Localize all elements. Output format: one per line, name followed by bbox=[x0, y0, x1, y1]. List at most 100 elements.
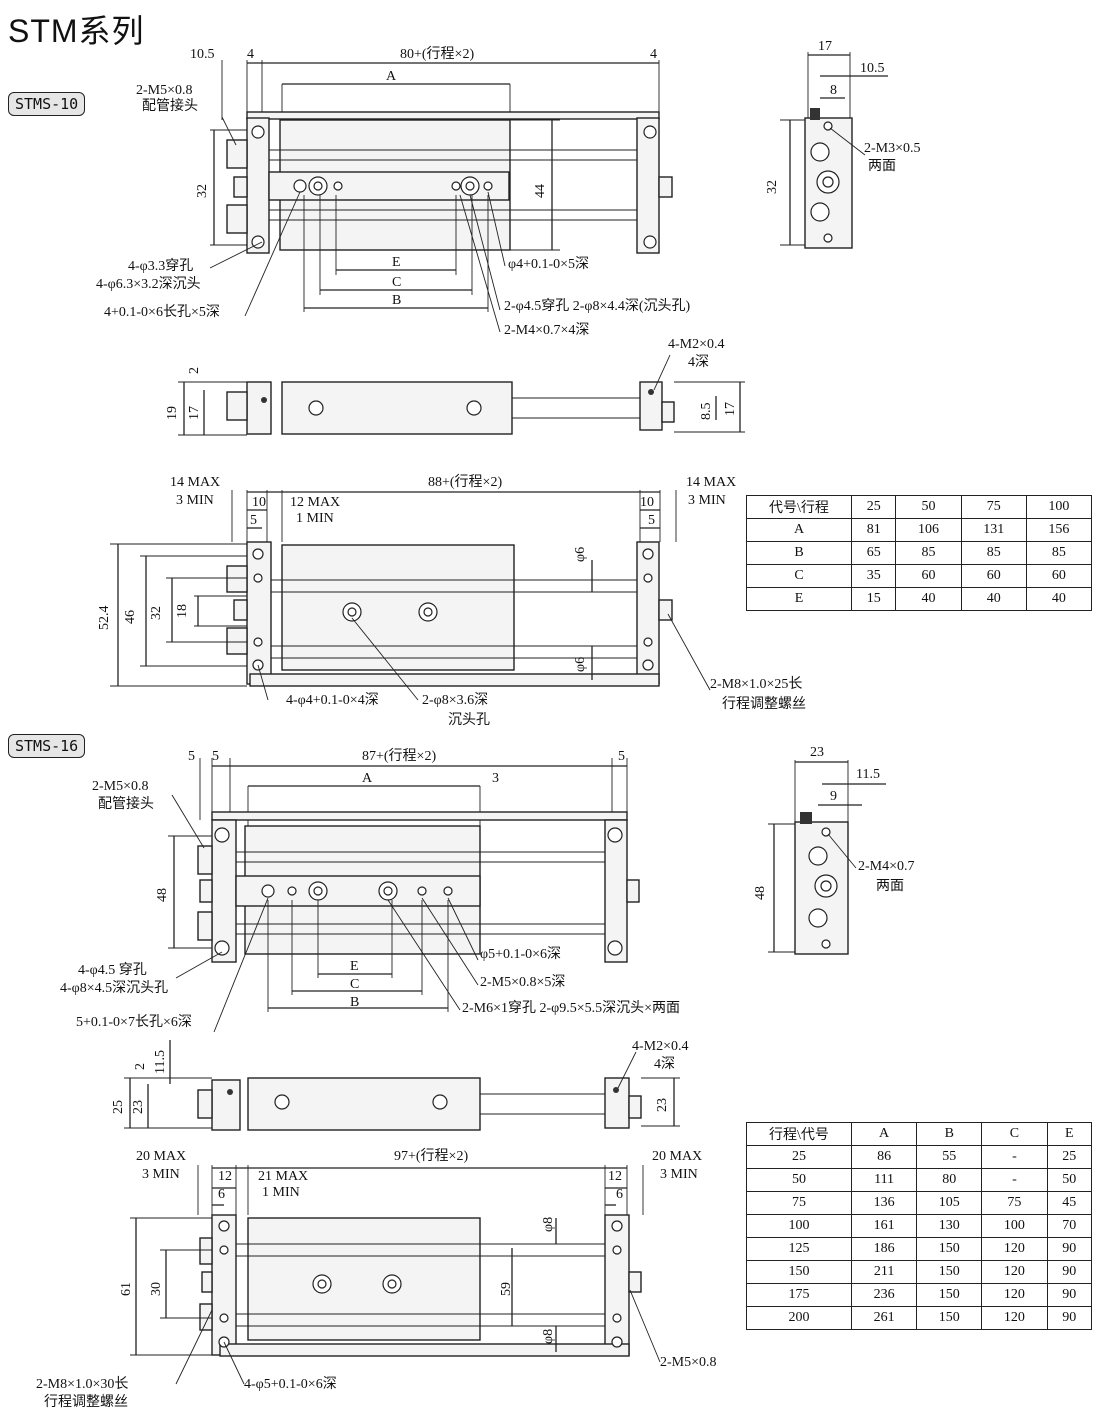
stms10-bottom-mid-min: 1 MIN bbox=[296, 511, 334, 526]
table-row: 75 136 105 75 45 bbox=[746, 1191, 1093, 1215]
table-row: 150 211 150 120 90 bbox=[746, 1260, 1093, 1284]
stms10-bottom-dim-5b: 5 bbox=[648, 513, 655, 528]
table-cell: 120 bbox=[981, 1237, 1048, 1261]
stms16-bottom-right-min: 3 MIN bbox=[660, 1167, 698, 1182]
stms16-bottom-left-min: 3 MIN bbox=[142, 1167, 180, 1182]
table-header-cell: E bbox=[1046, 1122, 1093, 1146]
table-cell: 25 bbox=[1046, 1145, 1093, 1169]
stms10-bottom-phi6a: φ6 bbox=[573, 546, 588, 562]
table-header-cell: A bbox=[850, 1122, 918, 1146]
table-cell: 131 bbox=[960, 518, 1027, 542]
stms10-top-view bbox=[209, 60, 673, 333]
table-row: 200 261 150 120 90 bbox=[746, 1306, 1093, 1330]
stms10-bottom-length: 88+(行程×2) bbox=[428, 475, 503, 490]
table-row: 50 111 80 - 50 bbox=[746, 1168, 1093, 1192]
table-cell: 90 bbox=[1046, 1260, 1093, 1284]
stms16-pin-hole: φ5+0.1-0×6深 bbox=[480, 947, 562, 962]
stms10-front-dim-17b: 17 bbox=[723, 402, 738, 416]
stms16-front-dim-25: 25 bbox=[111, 1100, 126, 1114]
table-header-row: 行程\代号 A B C E bbox=[746, 1122, 1093, 1146]
stms16-side-dim-9: 9 bbox=[830, 789, 837, 804]
table-header-cell: 代号\行程 bbox=[746, 495, 852, 519]
stms16-front-depth: 4深 bbox=[654, 1057, 675, 1072]
stms10-bottom-left-min: 3 MIN bbox=[176, 493, 214, 508]
table-header-cell: 25 bbox=[850, 495, 897, 519]
table-row: E 15 40 40 40 bbox=[746, 587, 1093, 611]
stms10-port-desc: 配管接头 bbox=[142, 99, 198, 114]
stms16-bottom-screw-desc: 行程调整螺丝 bbox=[44, 1395, 128, 1410]
stms16-bottom-dim-12: 12 bbox=[218, 1169, 232, 1184]
stms16-bottom-length: 97+(行程×2) bbox=[394, 1149, 469, 1164]
stms16-side-both: 两面 bbox=[876, 879, 904, 894]
table-header-cell: 行程\代号 bbox=[746, 1122, 852, 1146]
stms10-front-dim-2: 2 bbox=[187, 367, 202, 374]
table-cell: 80 bbox=[916, 1168, 983, 1192]
stms16-top-dim-5a: 5 bbox=[188, 749, 195, 764]
stms10-bottom-pin: 4-φ4+0.1-0×4深 bbox=[286, 693, 379, 708]
stms10-bottom-dim-10b: 10 bbox=[640, 495, 654, 510]
stms10-pin-hole: φ4+0.1-0×5深 bbox=[508, 257, 590, 272]
stms10-bottom-cb-desc: 沉头孔 bbox=[448, 713, 490, 728]
table-cell: 120 bbox=[981, 1260, 1048, 1284]
stms10-bottom-dim-5: 5 bbox=[250, 513, 257, 528]
stms16-spec-table: 行程\代号 A B C E 25 86 55 - 25 50 111 80 - … bbox=[746, 1122, 1093, 1330]
stms16-front-tap: 4-M2×0.4 bbox=[632, 1039, 689, 1054]
stms10-side-both: 两面 bbox=[868, 159, 896, 174]
stms10-bottom-cb: 2-φ8×3.6深 bbox=[422, 693, 489, 708]
stms10-bottom-dim-10: 10 bbox=[252, 495, 266, 510]
table-cell: 81 bbox=[850, 518, 897, 542]
table-cell: 45 bbox=[1046, 1191, 1093, 1215]
stms16-bottom-pin: 4-φ5+0.1-0×6深 bbox=[244, 1377, 337, 1392]
stms16-side-tap: 2-M4×0.7 bbox=[858, 859, 915, 874]
table-cell: 65 bbox=[850, 541, 897, 565]
stms16-bottom-dim-12b: 12 bbox=[608, 1169, 622, 1184]
stms10-side-view bbox=[780, 52, 888, 249]
stms16-tap: 2-M5×0.8×5深 bbox=[480, 975, 566, 990]
table-row: 175 236 150 120 90 bbox=[746, 1283, 1093, 1307]
stms16-slot: 5+0.1-0×7长孔×6深 bbox=[76, 1015, 192, 1030]
stms10-side-dim-32: 32 bbox=[765, 180, 780, 194]
table-cell: 136 bbox=[850, 1191, 918, 1215]
table-cell: 111 bbox=[850, 1168, 918, 1192]
stms10-bottom-screw: 2-M8×1.0×25长 bbox=[710, 677, 803, 692]
stms10-spec-table: 代号\行程 25 50 75 100 A 81 106 131 156 B 65… bbox=[746, 495, 1093, 611]
table-cell: 55 bbox=[916, 1145, 983, 1169]
stms10-dim-c: C bbox=[392, 275, 402, 290]
stms16-bottom-dim-6: 6 bbox=[218, 1187, 225, 1202]
stms16-top-view bbox=[168, 758, 640, 1033]
stms10-bottom-dim-32: 32 bbox=[149, 606, 164, 620]
table-cell: 85 bbox=[960, 541, 1027, 565]
table-cell: 200 bbox=[746, 1306, 852, 1330]
stms16-thru-holes: 2-M6×1穿孔 2-φ9.5×5.5深沉头×两面 bbox=[462, 1001, 681, 1016]
table-cell: 75 bbox=[981, 1191, 1048, 1215]
table-cell: 50 bbox=[1046, 1168, 1093, 1192]
table-header-cell: 100 bbox=[1025, 495, 1093, 519]
table-cell: 60 bbox=[1025, 564, 1093, 588]
table-cell: 105 bbox=[916, 1191, 983, 1215]
stms10-front-depth: 4深 bbox=[688, 355, 709, 370]
stms16-badge: STMS-16 bbox=[8, 734, 86, 758]
stms10-top-dim-a: A bbox=[386, 69, 397, 84]
stms10-top-length: 80+(行程×2) bbox=[400, 47, 475, 62]
stms16-side-dim-23: 23 bbox=[810, 745, 824, 760]
table-cell: 106 bbox=[895, 518, 962, 542]
stms10-tap: 2-M4×0.7×4深 bbox=[504, 323, 590, 338]
stms10-dim-e: E bbox=[392, 255, 401, 270]
table-cell: 125 bbox=[746, 1237, 852, 1261]
stms10-bottom-dim-18: 18 bbox=[175, 604, 190, 618]
stms10-port: 2-M5×0.8 bbox=[136, 83, 193, 98]
stms16-side-dim-11-5: 11.5 bbox=[856, 767, 880, 782]
table-cell: E bbox=[746, 587, 852, 611]
stms16-bottom-phi8a: φ8 bbox=[541, 1216, 556, 1232]
table-cell: 85 bbox=[1025, 541, 1093, 565]
stms10-bottom-right-max: 14 MAX bbox=[686, 475, 737, 490]
stms10-hole-thru: 4-φ3.3穿孔 bbox=[128, 259, 194, 274]
table-cell: 86 bbox=[850, 1145, 918, 1169]
stms10-front-view bbox=[178, 354, 745, 436]
stms16-dim-b: B bbox=[350, 995, 360, 1010]
stms10-bottom-right-min: 3 MIN bbox=[688, 493, 726, 508]
table-header-cell: C bbox=[981, 1122, 1048, 1146]
stms16-bottom-mid-min: 1 MIN bbox=[262, 1185, 300, 1200]
stms16-bottom-dim-61: 61 bbox=[119, 1282, 134, 1296]
